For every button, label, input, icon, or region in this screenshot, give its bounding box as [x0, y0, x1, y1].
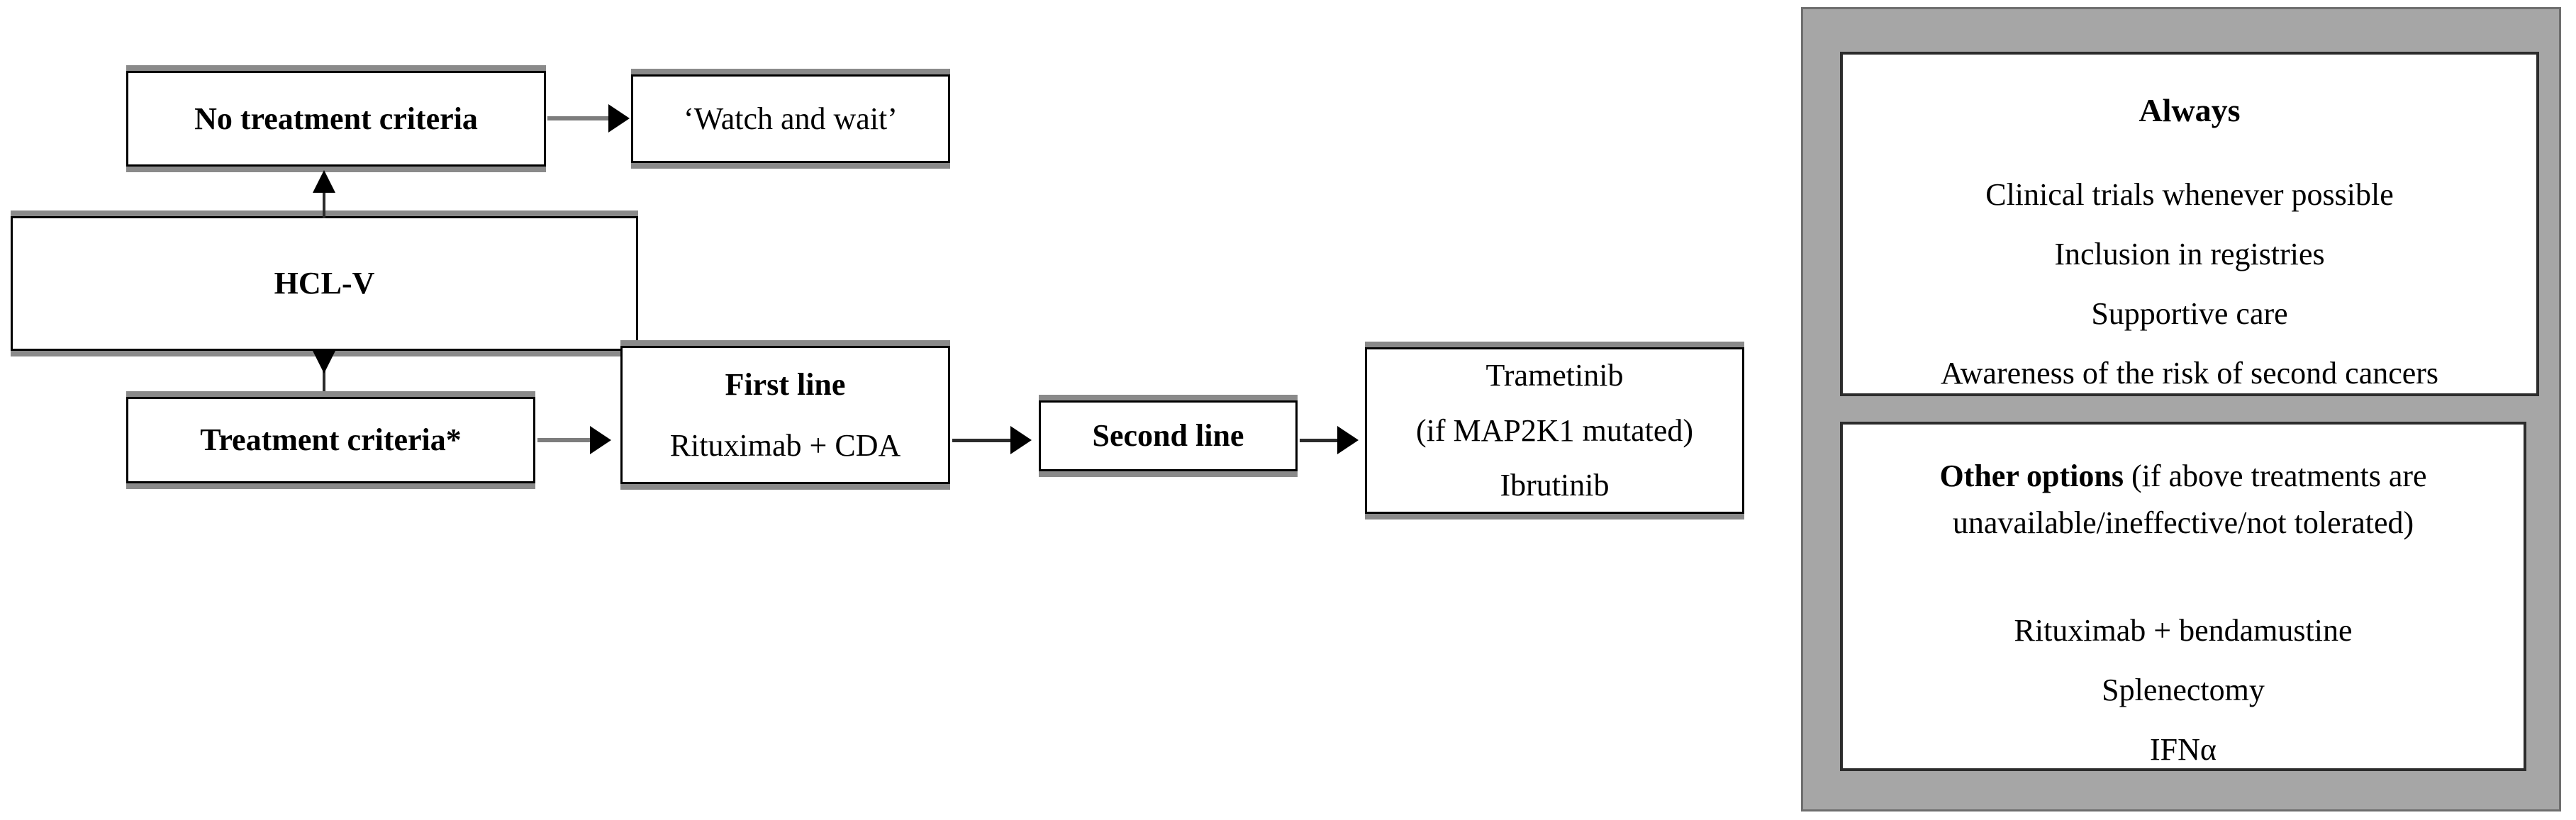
always-item-4: Awareness of the risk of second cancers: [1940, 356, 2439, 391]
node-first-line[interactable]: First line Rituximab + CDA: [620, 340, 950, 490]
arrowhead-to-treatment-criteria: [313, 351, 335, 374]
always-spacer-3: [1843, 337, 2536, 350]
connector-second-line-to-third: [1300, 439, 1344, 442]
connector-treatment-to-first-line: [537, 438, 596, 442]
node-no-treatment-criteria[interactable]: No treatment criteria: [126, 65, 546, 172]
other-spacer-1: [1843, 654, 2524, 667]
other-options-item-3: IFNα: [2150, 732, 2217, 767]
connector-hclv-to-no-treatment: [323, 191, 325, 218]
other-spacer-2: [1843, 714, 2524, 726]
other-heading-spacer-b: [1843, 583, 2524, 607]
arrowhead-to-no-treatment: [313, 170, 335, 193]
always-heading-spacer: [1843, 135, 2536, 172]
node-treatment-criteria-label: Treatment criteria*: [200, 422, 462, 458]
node-second-line-label: Second line: [1092, 418, 1244, 454]
node-third-option-1: Trametinib: [1485, 358, 1624, 393]
node-third-option-condition: (if MAP2K1 mutated): [1415, 412, 1694, 448]
node-second-line[interactable]: Second line: [1039, 395, 1298, 477]
arrowhead-to-third-node: [1337, 426, 1359, 454]
node-hcl-v[interactable]: HCL-V: [11, 210, 638, 356]
always-spacer-2: [1843, 278, 2536, 291]
always-item-2: Inclusion in registries: [2054, 237, 2325, 271]
arrowhead-to-watch-wait: [608, 104, 630, 133]
other-options-card: Other options (if above treatments are u…: [1840, 422, 2526, 771]
other-top-pad: [1843, 425, 2524, 453]
connector-first-to-second-line: [952, 439, 1016, 442]
node-third-line-options[interactable]: Trametinib (if MAP2K1 mutated) Ibrutinib: [1365, 342, 1744, 519]
always-card: Always Clinical trials whenever possible…: [1840, 52, 2539, 396]
node-no-treatment-criteria-label: No treatment criteria: [194, 101, 478, 136]
arrowhead-to-first-line: [590, 426, 611, 454]
connector-hclv-to-treatment-criteria: [323, 358, 325, 408]
node-watch-and-wait[interactable]: ‘Watch and wait’: [631, 69, 950, 169]
node-first-line-title: First line: [725, 367, 846, 403]
connector-no-treatment-to-watch-wait: [547, 116, 613, 120]
node-hcl-v-label: HCL-V: [274, 266, 375, 301]
other-options-item-1: Rituximab + bendamustine: [2014, 613, 2353, 648]
other-options-note-line-2: unavailable/ineffective/not tolerated): [1952, 505, 2414, 540]
side-panel: Always Clinical trials whenever possible…: [1801, 7, 2561, 811]
always-item-1: Clinical trials whenever possible: [1985, 177, 2394, 212]
other-options-heading-row: Other options (if above treatments are: [1843, 453, 2524, 500]
node-first-line-detail: Rituximab + CDA: [669, 427, 901, 463]
always-spacer-1: [1843, 218, 2536, 231]
node-treatment-criteria[interactable]: Treatment criteria*: [126, 391, 535, 489]
other-options-item-2: Splenectomy: [2102, 673, 2265, 707]
node-third-option-2: Ibrutinib: [1500, 468, 1610, 503]
other-options-heading: Other options: [1939, 459, 2124, 493]
always-heading: Always: [2139, 92, 2241, 128]
other-options-note-line-1: (if above treatments are: [2124, 459, 2427, 493]
other-heading-spacer-a: [1843, 546, 2524, 583]
node-watch-and-wait-label: ‘Watch and wait’: [684, 101, 898, 136]
always-item-3: Supportive care: [2091, 296, 2288, 331]
always-top-pad: [1843, 55, 2536, 86]
arrowhead-to-second-line: [1010, 426, 1032, 454]
